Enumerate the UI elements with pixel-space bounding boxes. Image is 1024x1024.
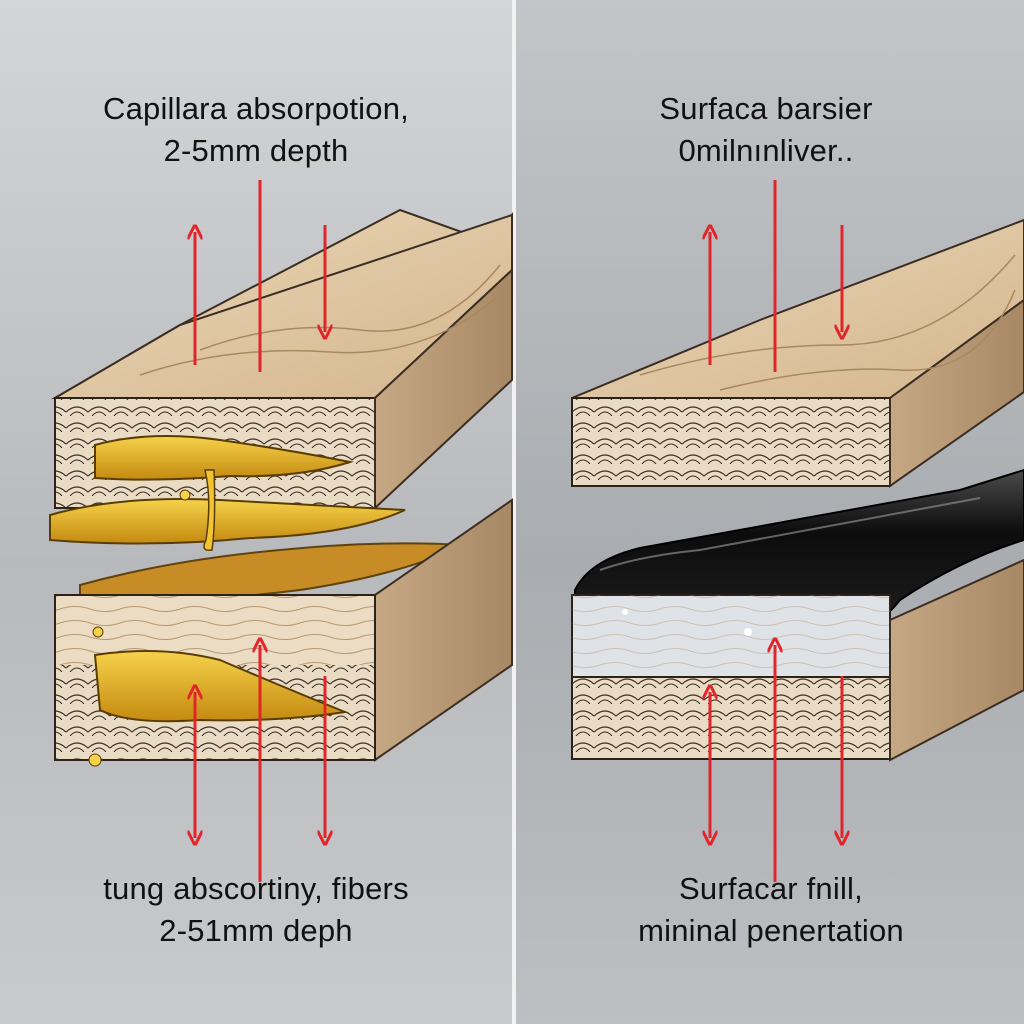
left-bottom-label-line-1: tung abscortiny, fibers [103, 871, 409, 906]
right-top-label: Surfaca barsier 0milnınliver.. [576, 88, 956, 172]
left-lower-side-face [374, 498, 513, 762]
left-upper-side-face [374, 267, 513, 511]
oil-sheet-middle [49, 498, 406, 545]
right-lower-wood-block [571, 558, 1024, 762]
right-flow-arrows [710, 180, 842, 882]
right-lower-side-face [889, 558, 1024, 762]
right-top-label-line-2: 0milnınliver.. [678, 133, 854, 168]
right-bottom-label-line-2: mininal penertation [638, 913, 904, 948]
left-top-label-line-2: 2-5mm depth [163, 133, 349, 168]
left-lower-wood-block [54, 498, 513, 767]
left-bottom-label: tung abscortiny, fibers 2-51mm deph [56, 868, 456, 952]
oil-pool-upper [94, 435, 354, 481]
right-top-label-line-1: Surfaca barsier [659, 91, 873, 126]
left-top-label-line-1: Capillara absorpotion, [103, 91, 409, 126]
oil-pool-lower [93, 650, 349, 723]
right-bottom-label: Surfacar fnill, mininal penertation [566, 868, 976, 952]
left-top-label: Capillara absorpotion, 2-5mm depth [56, 88, 456, 172]
oil-drip [203, 469, 216, 552]
right-lower-end-grain [571, 676, 891, 760]
right-upper-wood-block [571, 218, 1024, 488]
right-upper-end-grain [571, 397, 891, 487]
panel-divider [512, 0, 516, 1024]
left-flow-arrows [195, 180, 325, 882]
right-bottom-label-line-1: Surfacar fnill, [679, 871, 863, 906]
left-oil-layers [49, 435, 466, 603]
right-upper-side-face [889, 298, 1024, 488]
left-bottom-label-line-2: 2-51mm deph [159, 913, 353, 948]
